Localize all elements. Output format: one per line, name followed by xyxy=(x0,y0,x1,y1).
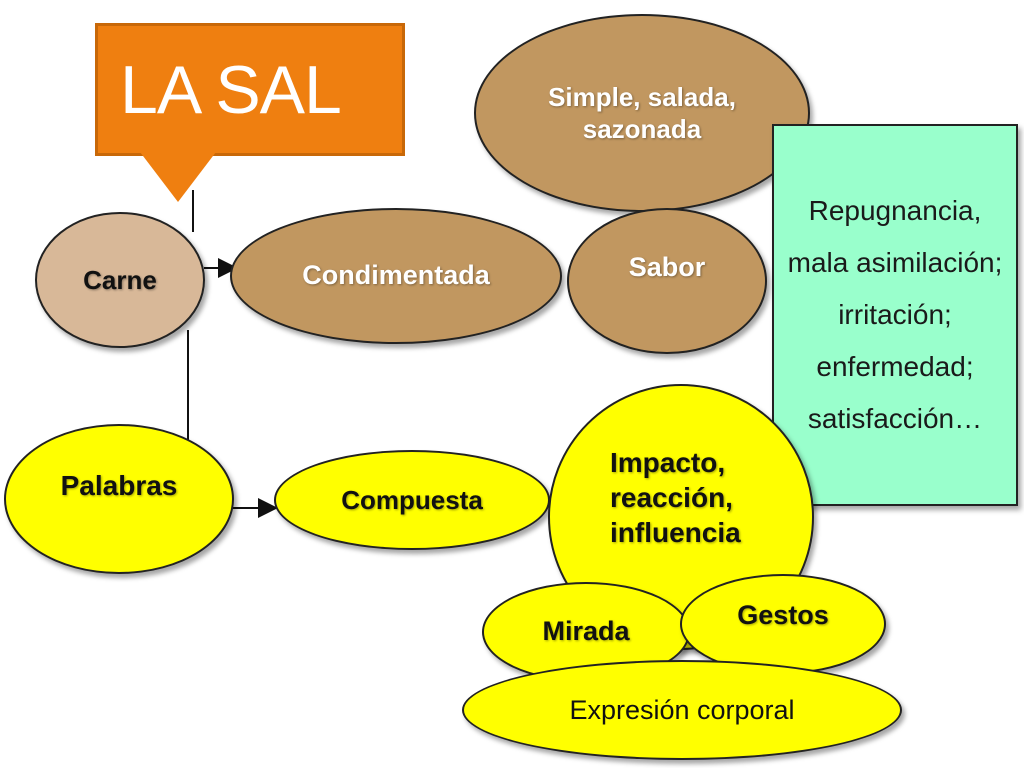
node-condimentada: Condimentada xyxy=(230,208,562,344)
title-callout: LA SAL xyxy=(95,23,405,156)
node-gestos-label: Gestos xyxy=(737,600,829,631)
node-simple-salada: Simple, salada, sazonada xyxy=(474,14,810,212)
node-impacto: Impacto, reacción, influencia xyxy=(548,384,814,650)
node-compuesta: Compuesta xyxy=(274,450,550,550)
node-simple-salada-label: Simple, salada, sazonada xyxy=(548,81,736,145)
node-sabor-label: Sabor xyxy=(628,252,706,283)
node-carne: Carne xyxy=(35,212,205,348)
node-mirada-label: Mirada xyxy=(542,616,630,647)
node-palabras: Palabras xyxy=(4,424,234,574)
node-efectos: Repugnancia, mala asimilación; irritació… xyxy=(772,124,1018,506)
node-palabras-label: Palabras xyxy=(60,469,178,501)
node-compuesta-label: Compuesta xyxy=(341,484,483,515)
node-gestos: Gestos xyxy=(680,574,886,674)
node-sabor: Sabor xyxy=(567,208,767,354)
node-efectos-label: Repugnancia, mala asimilación; irritació… xyxy=(787,195,1003,434)
node-expresion-corporal-label: Expresión corporal xyxy=(569,694,795,725)
node-impacto-label: Impacto, reacción, influencia xyxy=(610,446,741,548)
node-expresion-corporal: Expresión corporal xyxy=(462,660,902,760)
title-callout-pointer xyxy=(140,152,216,202)
title-text: LA SAL xyxy=(120,51,342,128)
node-condimentada-label: Condimentada xyxy=(302,260,490,291)
node-carne-label: Carne xyxy=(83,264,157,295)
